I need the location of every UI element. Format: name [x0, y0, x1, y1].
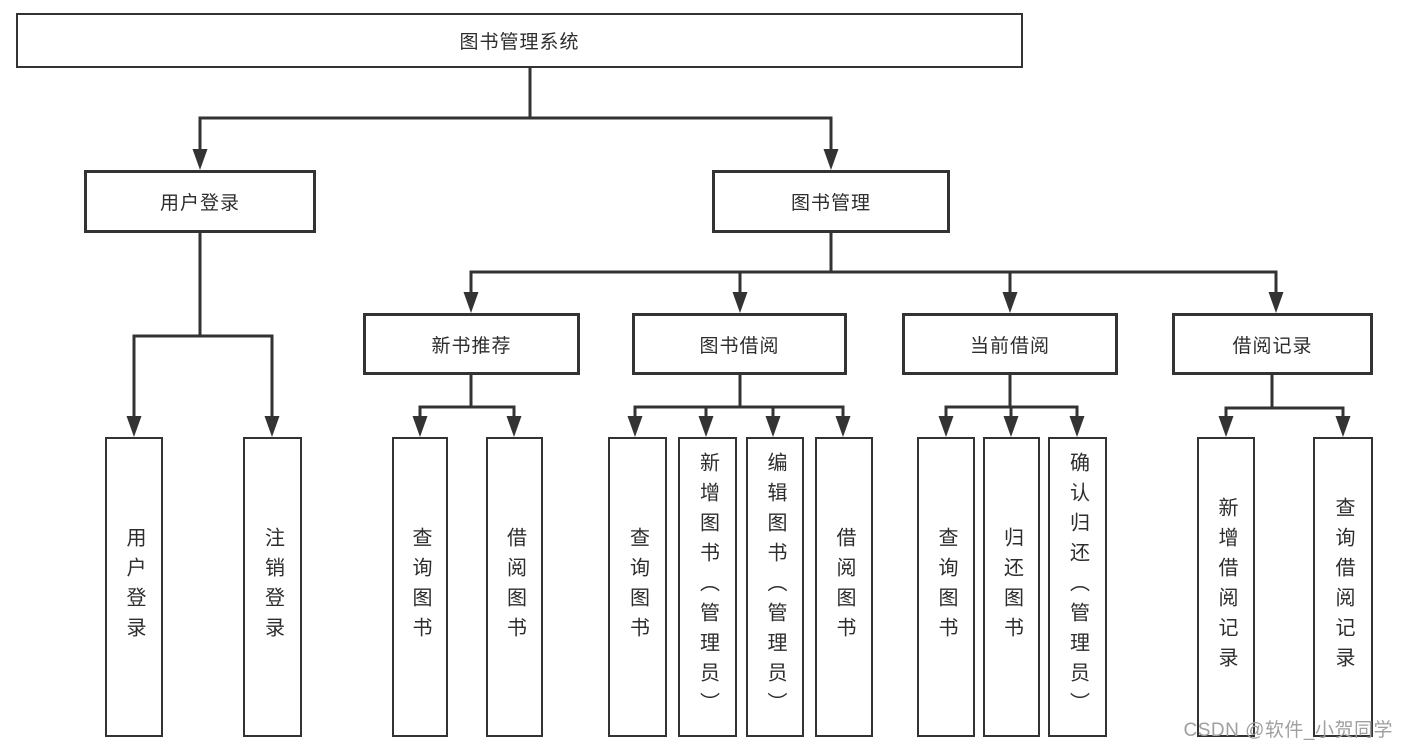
arrowheads: [126, 149, 1351, 437]
csdn-watermark: CSDN @软件_小贺同学: [1183, 720, 1393, 741]
leaf-user-login: 用户登录: [105, 437, 163, 737]
node-current-borrowing: 当前借阅: [902, 313, 1118, 375]
leaf-return-book: 归还图书: [983, 437, 1040, 737]
leaf-add-book-admin: 新增图书（管理员）: [678, 437, 737, 737]
node-user-login: 用户登录: [84, 170, 316, 233]
node-borrowing-records: 借阅记录: [1172, 313, 1373, 375]
node-library-management-system: 图书管理系统: [16, 13, 1023, 68]
leaf-query-books-recommend: 查询图书: [392, 437, 448, 737]
leaf-query-borrow-record: 查询借阅记录: [1313, 437, 1373, 737]
leaf-borrow-books-borrowing: 借阅图书: [815, 437, 873, 737]
leaf-query-books-borrowing: 查询图书: [608, 437, 667, 737]
node-book-borrowing: 图书借阅: [632, 313, 847, 375]
leaf-add-borrow-record: 新增借阅记录: [1197, 437, 1255, 737]
leaf-logout: 注销登录: [243, 437, 302, 737]
node-book-management: 图书管理: [712, 170, 950, 233]
leaf-edit-book-admin: 编辑图书（管理员）: [746, 437, 804, 737]
leaf-query-books-current: 查询图书: [917, 437, 975, 737]
leaf-borrow-books-recommend: 借阅图书: [486, 437, 543, 737]
leaf-confirm-return-admin: 确认归还（管理员）: [1048, 437, 1107, 737]
node-new-book-recommendation: 新书推荐: [363, 313, 580, 375]
